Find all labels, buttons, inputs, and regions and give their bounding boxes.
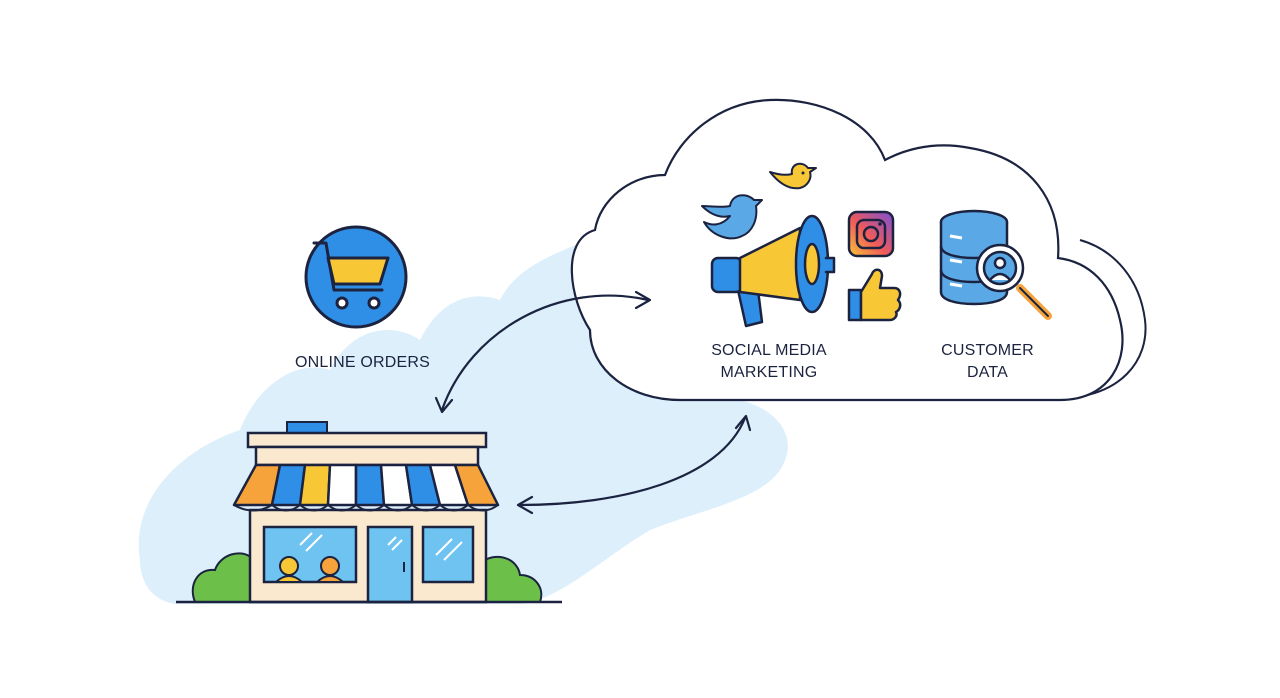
social-media-label-line1: SOCIAL MEDIA: [711, 342, 827, 359]
social-media-label-line2: MARKETING: [720, 364, 818, 381]
social-media-marketing-label: SOCIAL MEDIA MARKETING: [684, 340, 854, 384]
bird-icon: [769, 162, 817, 190]
shopping-cart-icon: [304, 225, 408, 329]
cloud: [570, 98, 1147, 402]
twitter-bird-icon: [701, 194, 763, 240]
instagram-icon: [847, 210, 895, 258]
user-search-icon: [975, 243, 1052, 320]
customer-data-label: CUSTOMER DATA: [915, 340, 1060, 384]
arrow-store-to-cloud: [434, 290, 652, 414]
customer-data-label-line2: DATA: [966, 364, 1009, 381]
thumbs-up-icon: [847, 268, 902, 322]
megaphone-icon: [710, 214, 836, 328]
arrow-cloud-to-store: [516, 414, 752, 515]
storefront-icon: [176, 421, 562, 604]
online-orders-label: ONLINE ORDERS: [294, 354, 431, 371]
customer-data-label-line1: CUSTOMER: [941, 342, 1034, 359]
